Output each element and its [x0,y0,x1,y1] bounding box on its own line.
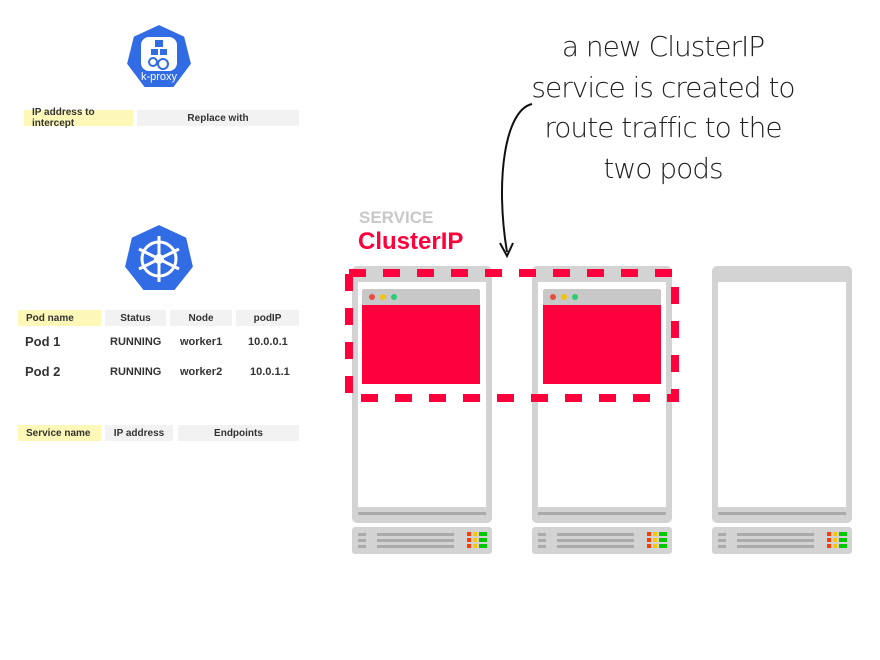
pod-ip: 10.0.0.1 [248,336,288,348]
pod-node: worker1 [180,336,223,348]
clusterip-dashed-border [345,269,679,402]
pod-window-2 [543,289,661,384]
pod-node: worker2 [180,366,223,378]
annotation-line: service is created to [531,71,795,104]
pod-window-1 [362,289,480,384]
pod-status: RUNNING [110,336,162,348]
server-base-3 [712,527,852,554]
header-ip-address: IP address [105,425,173,441]
server-base-1 [352,527,492,554]
pod-ip: 10.0.1.1 [250,366,290,378]
server-node-3 [712,266,852,523]
header-ip-to-intercept: IP address to intercept [24,107,133,129]
service-type-label: ClusterIP [358,228,464,255]
kproxy-logo-label: k-proxy [141,71,178,83]
header-endpoints: Endpoints [178,425,299,441]
kubernetes-logo-icon [122,222,196,292]
annotation-line: two pods [603,152,723,185]
header-pod-name: Pod name [18,310,101,326]
pod-status: RUNNING [110,366,162,378]
arrow-icon [500,103,533,253]
arrow-head-icon [499,242,514,259]
pod-name: Pod 1 [25,334,61,349]
service-kind-label: SERVICE [359,208,434,227]
header-status: Status [105,310,166,326]
header-service-name: Service name [18,425,101,441]
annotation-line: route traffic to the [544,111,782,144]
header-podip: podIP [236,310,299,326]
annotation-line: a new ClusterIP [561,30,765,63]
header-replace-with: Replace with [137,110,299,126]
server-base-2 [532,527,672,554]
kproxy-logo-icon: k-proxy [124,22,194,89]
header-node: Node [170,310,232,326]
pod-name: Pod 2 [25,364,61,379]
